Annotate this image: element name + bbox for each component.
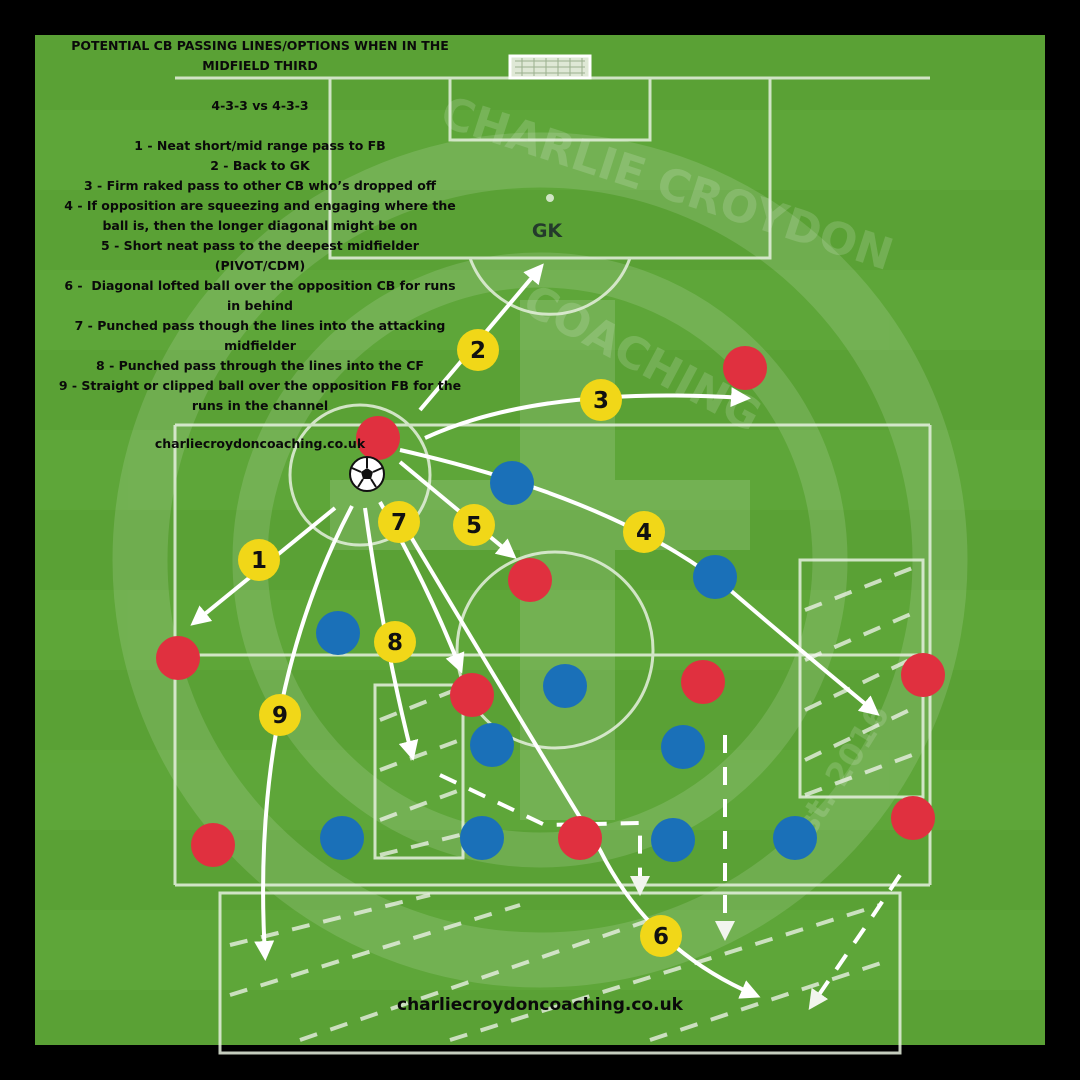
football-icon: [349, 456, 385, 492]
red-player: [901, 653, 945, 697]
red-player: [891, 796, 935, 840]
website-url-bottom: charliecroydoncoaching.co.uk: [397, 995, 683, 1015]
blue-player: [470, 723, 514, 767]
option-line: 7 - Punched pass though the lines into t…: [74, 318, 446, 333]
blue-team: [316, 461, 817, 862]
option-line: runs in the channel: [191, 398, 329, 413]
blue-player: [320, 816, 364, 860]
blue-player: [316, 611, 360, 655]
option-line: 8 - Punched pass through the lines into …: [96, 358, 424, 373]
pass-marker-label: 6: [653, 924, 669, 950]
option-line: 4 - If opposition are squeezing and enga…: [64, 198, 456, 213]
pass-marker-1: 1: [238, 539, 280, 581]
blank-line: [40, 116, 480, 136]
pass-marker-label: 5: [466, 513, 482, 539]
pass-marker-label: 7: [391, 510, 407, 536]
option-line: 2 - Back to GK: [210, 158, 310, 173]
pass-arrow-3: [424, 387, 751, 440]
top-penalty-arc: [468, 257, 632, 316]
blue-player: [490, 461, 534, 505]
pass-marker-8: 8: [374, 621, 416, 663]
red-player: [156, 636, 200, 680]
center-circle-top: [288, 403, 432, 547]
pass-marker-5: 5: [453, 504, 495, 546]
pass-marker-label: 2: [470, 338, 486, 364]
goal-net-icon: [508, 54, 592, 80]
blue-player: [661, 725, 705, 769]
blue-player: [651, 818, 695, 862]
option-line: 9 - Straight or clipped ball over the op…: [58, 378, 462, 393]
pitch-stripes: [35, 110, 1045, 990]
pass-marker-6: 6: [640, 915, 682, 957]
pass-marker-label: 4: [636, 520, 652, 546]
pitch: [35, 35, 1045, 1045]
pass-marker-2: 2: [457, 329, 499, 371]
bottom-penalty-area: [218, 891, 902, 1055]
red-player: [558, 816, 602, 860]
pass-marker-7: 7: [378, 501, 420, 543]
pass-number-markers: 1 2 3 4 5 6 7 8 9: [238, 329, 682, 957]
top-penalty-spot: [546, 194, 554, 202]
gk-label: GK: [531, 220, 563, 242]
red-player: [450, 673, 494, 717]
red-player: [356, 416, 400, 460]
option-line: 1 - Neat short/mid range pass to FB: [134, 138, 386, 153]
option-line: midfielder: [224, 338, 296, 353]
center-circle: [455, 550, 655, 750]
red-player: [723, 346, 767, 390]
option-line: 5 - Short neat pass to the deepest midfi…: [101, 238, 419, 253]
instructions-text: POTENTIAL CB PASSING LINES/OPTIONS WHEN …: [40, 36, 480, 416]
blue-player: [460, 816, 504, 860]
red-player: [681, 660, 725, 704]
option-line: 6 - Diagonal lofted ball over the opposi…: [64, 278, 456, 293]
option-line: in behind: [227, 298, 293, 313]
dashed-hatching: [229, 563, 921, 1042]
red-player: [508, 558, 552, 602]
option-line: ball is, then the longer diagonal might …: [102, 218, 418, 233]
red-player: [191, 823, 235, 867]
title-line: POTENTIAL CB PASSING LINES/OPTIONS WHEN …: [71, 38, 449, 53]
channel-zone-left: [373, 683, 465, 860]
website-url-top: charliecroydoncoaching.co.uk: [154, 436, 366, 451]
pass-marker-9: 9: [259, 694, 301, 736]
option-line: 3 - Firm raked pass to other CB who’s dr…: [83, 178, 436, 193]
blue-player: [693, 555, 737, 599]
formation-line: 4-3-3 vs 4-3-3: [211, 98, 309, 113]
blank-line: [40, 76, 480, 96]
red-team: [156, 346, 945, 867]
pass-marker-label: 1: [251, 548, 267, 574]
pass-marker-label: 9: [272, 703, 288, 729]
blue-player: [543, 664, 587, 708]
option-line: (PIVOT/CDM): [214, 258, 306, 273]
blue-player: [773, 816, 817, 860]
pass-marker-4: 4: [623, 511, 665, 553]
pass-marker-3: 3: [580, 379, 622, 421]
pass-arrow-5: [398, 460, 517, 559]
pass-marker-label: 3: [593, 388, 609, 414]
title-line: MIDFIELD THIRD: [202, 58, 318, 73]
pass-marker-label: 8: [387, 630, 403, 656]
